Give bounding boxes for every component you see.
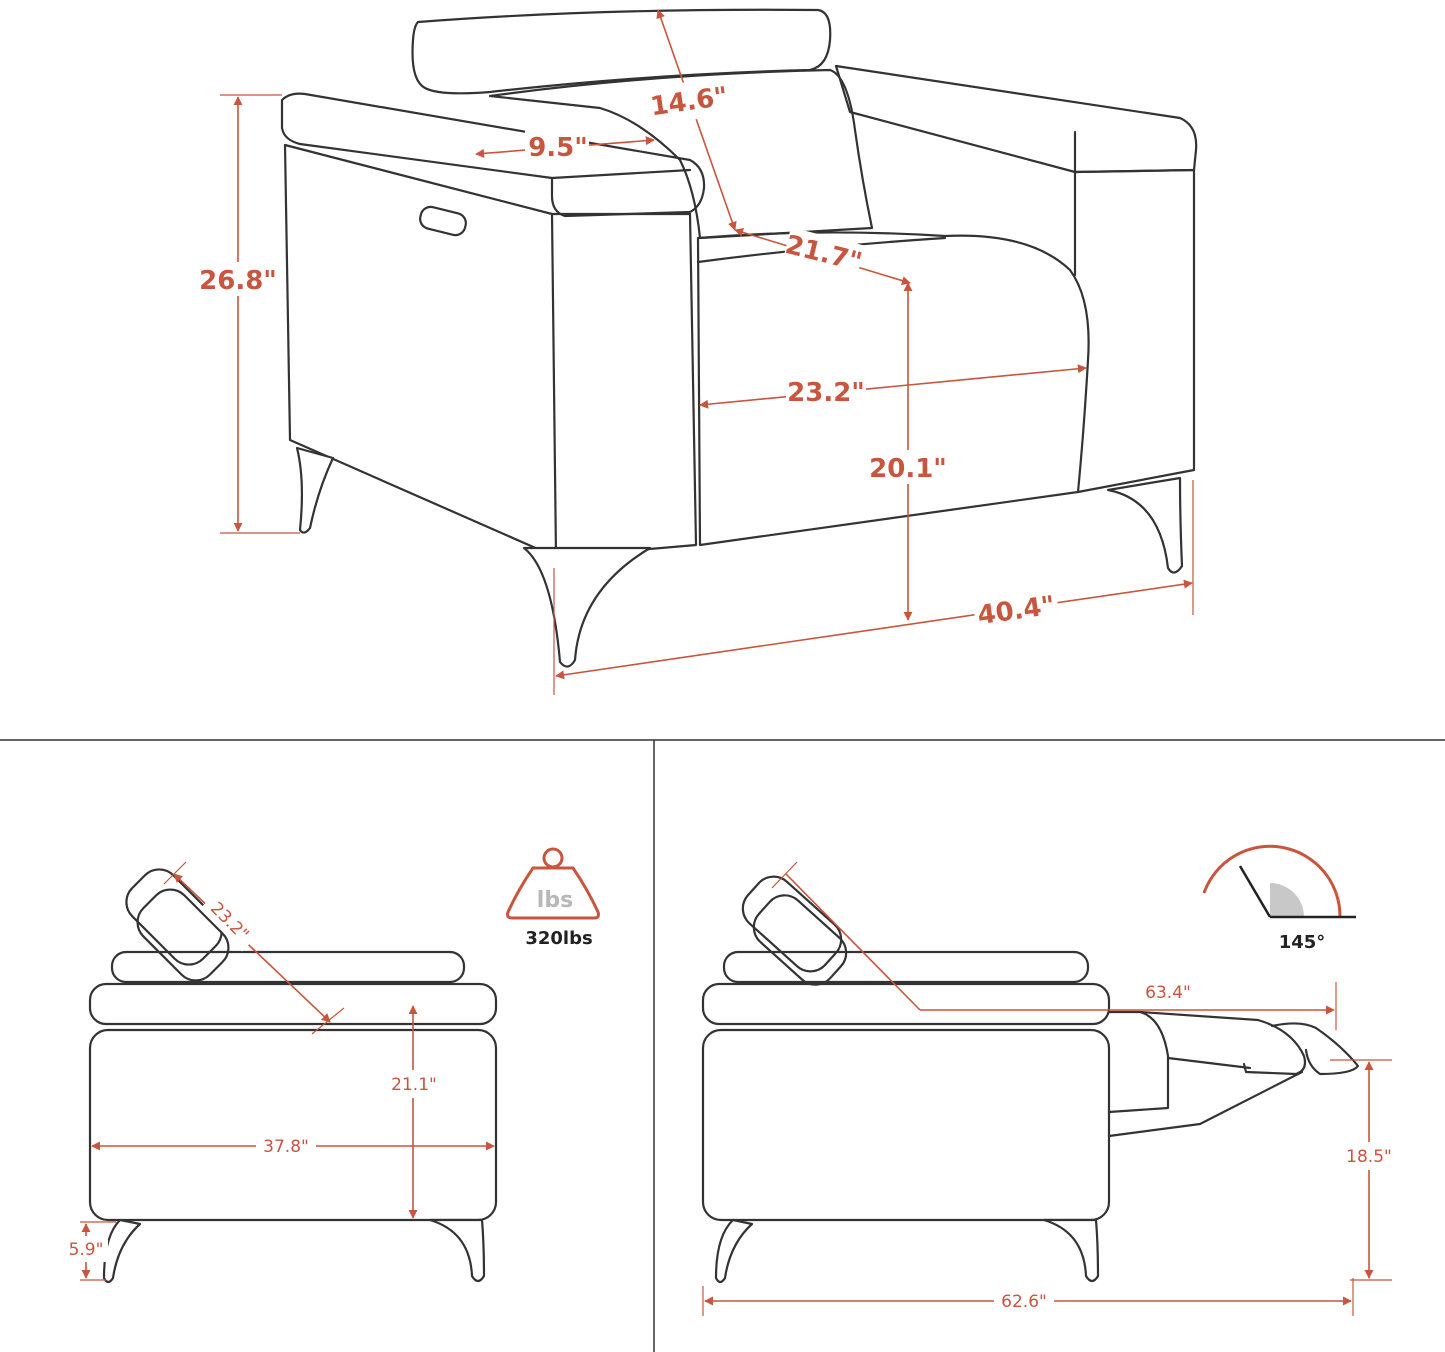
label-total-height: 26.8" bbox=[196, 262, 280, 296]
label-seat-height: 20.1" bbox=[866, 450, 950, 484]
depth-label: 37.8" bbox=[263, 1137, 309, 1157]
total-height-label: 26.8" bbox=[199, 266, 277, 296]
armchair-reclined-view: 63.4" 18.5" 62.6" 145° bbox=[701, 844, 1398, 1316]
angle-icon bbox=[1202, 844, 1356, 919]
headrest-depth-line bbox=[656, 9, 737, 231]
arm-height-label: 21.1" bbox=[391, 1075, 437, 1095]
label-arm-height: 21.1" bbox=[384, 1070, 444, 1098]
label-total-width: 40.4" bbox=[972, 586, 1060, 632]
label-seat-width: 23.2" bbox=[786, 374, 866, 408]
label-leg-height: 5.9" bbox=[64, 1236, 108, 1262]
armchair-perspective-view: 14.6" 9.5" 26.8" 21.7" 23.2" 20.1" 40.4" bbox=[196, 8, 1198, 695]
backrest-line bbox=[173, 873, 331, 1023]
label-total-length: 62.6" bbox=[994, 1288, 1054, 1314]
label-headrest-depth: 14.6" bbox=[647, 76, 731, 126]
total-width-line bbox=[555, 579, 1193, 680]
footrest-height-label: 18.5" bbox=[1346, 1147, 1392, 1167]
label-footrest-height: 18.5" bbox=[1340, 1142, 1398, 1170]
arm-width-label: 9.5" bbox=[528, 133, 588, 163]
armchair-side-view: 23.2" 21.1" 37.8" 5.9" lbs 320lbs bbox=[64, 847, 600, 1284]
label-depth: 37.8" bbox=[256, 1132, 316, 1160]
label-arm-width: 9.5" bbox=[525, 130, 589, 163]
weight-capacity-label: 320lbs bbox=[525, 928, 592, 949]
seat-width-line bbox=[699, 364, 1087, 409]
weight-icon: lbs bbox=[506, 847, 600, 920]
label-seat-depth: 21.7" bbox=[782, 227, 865, 278]
seat-width-label: 23.2" bbox=[787, 378, 865, 408]
reclined-length-label: 63.4" bbox=[1145, 983, 1191, 1003]
weight-icon-label: lbs bbox=[537, 888, 573, 913]
recline-angle-label: 145° bbox=[1279, 932, 1326, 953]
total-length-label: 62.6" bbox=[1001, 1292, 1047, 1312]
reclined-length-line bbox=[785, 873, 921, 1011]
label-reclined-length: 63.4" bbox=[1138, 980, 1198, 1006]
seat-height-label: 20.1" bbox=[869, 454, 947, 484]
leg-height-label: 5.9" bbox=[69, 1240, 104, 1260]
